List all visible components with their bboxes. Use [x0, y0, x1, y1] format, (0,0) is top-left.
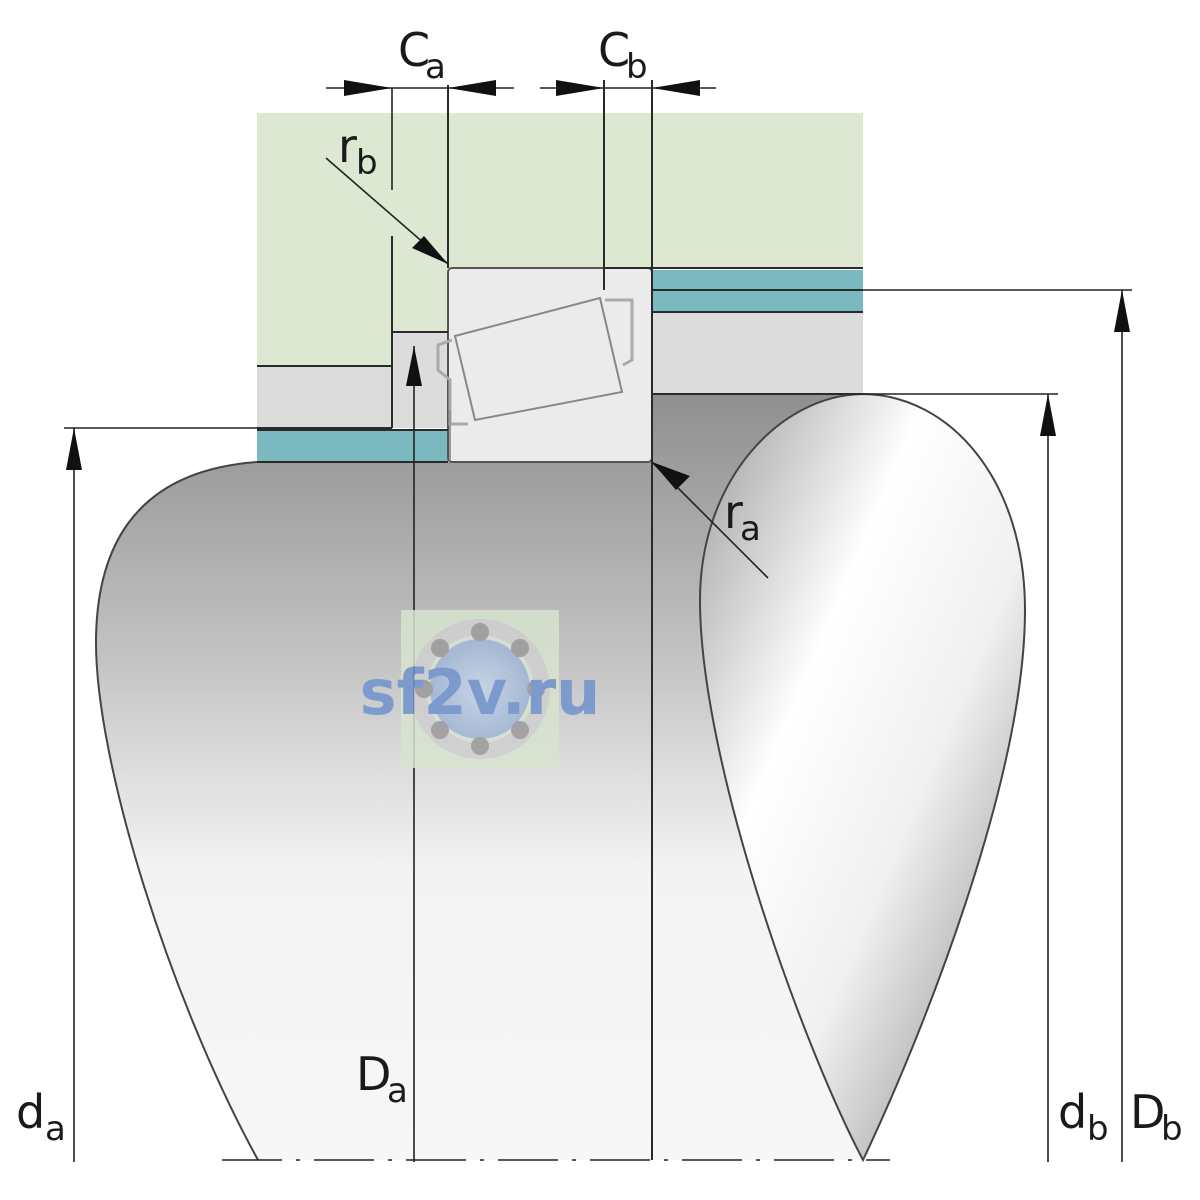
shaft-outline: [94, 461, 259, 1161]
svg-text:a: a: [45, 1109, 66, 1149]
label-da: d a: [16, 1085, 66, 1149]
label-ra: r a: [724, 485, 761, 549]
right-spacer-ring-bottom: [652, 291, 863, 311]
tapered-roller: [453, 296, 624, 422]
svg-text:C: C: [598, 23, 630, 77]
svg-text:b: b: [356, 143, 378, 183]
svg-text:b: b: [1161, 1109, 1183, 1149]
label-db: d b: [1058, 1085, 1109, 1149]
cage-left: [436, 338, 468, 426]
left-spacer-ring: [257, 430, 448, 461]
right-housing-grey: [652, 312, 863, 393]
shaft-body: [95, 394, 863, 1160]
svg-text:r: r: [724, 485, 743, 539]
svg-text:D: D: [356, 1047, 391, 1101]
cage-right: [605, 298, 634, 367]
svg-text:a: a: [387, 1071, 408, 1111]
svg-text:a: a: [740, 509, 761, 549]
arrow-heads: [66, 80, 1130, 490]
housing-sleeve: [257, 366, 392, 428]
svg-text:d: d: [1058, 1085, 1087, 1139]
svg-text:D: D: [1130, 1085, 1165, 1139]
dimension-lines: [64, 87, 1132, 1162]
watermark-logo: sf2v.ru: [360, 610, 601, 768]
label-Cb: C b: [598, 23, 648, 87]
svg-text:b: b: [1087, 1109, 1109, 1149]
watermark-text: sf2v.ru: [360, 656, 601, 729]
housing-body: [257, 113, 863, 366]
svg-text:d: d: [16, 1085, 45, 1139]
svg-text:b: b: [626, 47, 648, 87]
svg-text:C: C: [398, 23, 430, 77]
label-rb: r b: [338, 119, 378, 183]
label-Ca: C a: [398, 23, 446, 87]
svg-text:a: a: [425, 47, 446, 87]
label-Db: D b: [1130, 1085, 1183, 1149]
structure-lines: [257, 80, 863, 1160]
right-spacer-ring-top: [607, 270, 863, 289]
label-Da: D a: [356, 1047, 408, 1111]
svg-text:r: r: [338, 119, 357, 173]
